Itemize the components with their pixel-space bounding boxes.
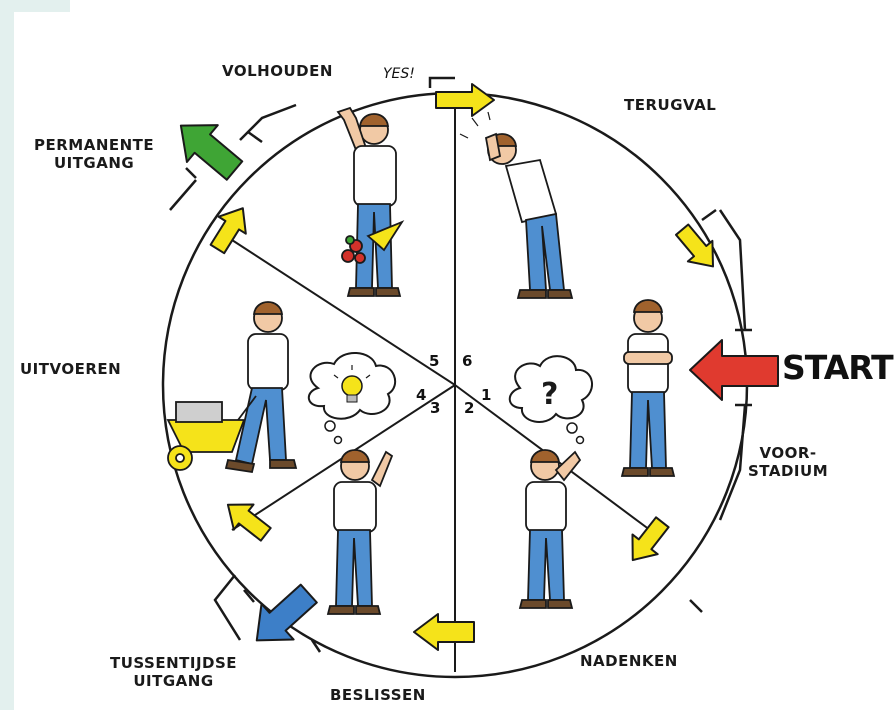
segment-number-4: 4 bbox=[416, 386, 426, 404]
arrow-yellow-right-upper bbox=[670, 219, 725, 276]
person-voorstadium bbox=[622, 300, 674, 476]
question-mark-icon: ? bbox=[541, 377, 558, 412]
arrow-red-start bbox=[690, 340, 778, 400]
temp-exit-bracket bbox=[215, 575, 240, 640]
arrow-green-permanent-exit bbox=[165, 107, 249, 189]
label-tussentijdse-uitgang: TUSSENTIJDSE UITGANG bbox=[110, 654, 237, 690]
segment-number-6: 6 bbox=[462, 352, 472, 370]
arrow-yellow-right-lower bbox=[620, 512, 675, 570]
segment-number-2: 2 bbox=[464, 399, 474, 417]
segment-number-3: 3 bbox=[430, 399, 440, 417]
label-permanente-uitgang: PERMANENTE UITGANG bbox=[34, 136, 154, 172]
label-volhouden: VOLHOUDEN bbox=[222, 62, 333, 80]
question-thought-bubble: ? bbox=[510, 356, 592, 443]
label-nadenken: NADENKEN bbox=[580, 652, 678, 670]
person-volhouden bbox=[338, 108, 402, 296]
arrow-yellow-bottom bbox=[414, 614, 474, 650]
label-start: START bbox=[782, 348, 893, 387]
permanent-exit-bracket bbox=[240, 105, 296, 140]
person-beslissen bbox=[328, 450, 392, 614]
label-uitvoeren: UITVOEREN bbox=[20, 360, 121, 378]
person-uitvoeren bbox=[168, 302, 296, 472]
permanent-exit-bracket-lower bbox=[170, 180, 196, 210]
speech-yes: YES! bbox=[383, 66, 415, 82]
label-terugval: TERUGVAL bbox=[624, 96, 716, 114]
segment-number-5: 5 bbox=[429, 352, 439, 370]
arrow-yellow-left-upper bbox=[204, 200, 257, 258]
lightbulb-thought-bubble bbox=[309, 353, 395, 444]
person-terugval bbox=[460, 112, 572, 298]
arrow-yellow-top bbox=[436, 84, 494, 116]
label-voorstadium: VOOR- STADIUM bbox=[748, 444, 828, 480]
arrow-yellow-left-lower bbox=[218, 492, 276, 547]
start-entry-bracket-bottom bbox=[720, 405, 745, 520]
person-nadenken bbox=[520, 450, 580, 608]
segment-number-1: 1 bbox=[481, 386, 491, 404]
arrow-blue-temporary-exit bbox=[241, 576, 325, 659]
label-beslissen: BESLISSEN bbox=[330, 686, 426, 704]
